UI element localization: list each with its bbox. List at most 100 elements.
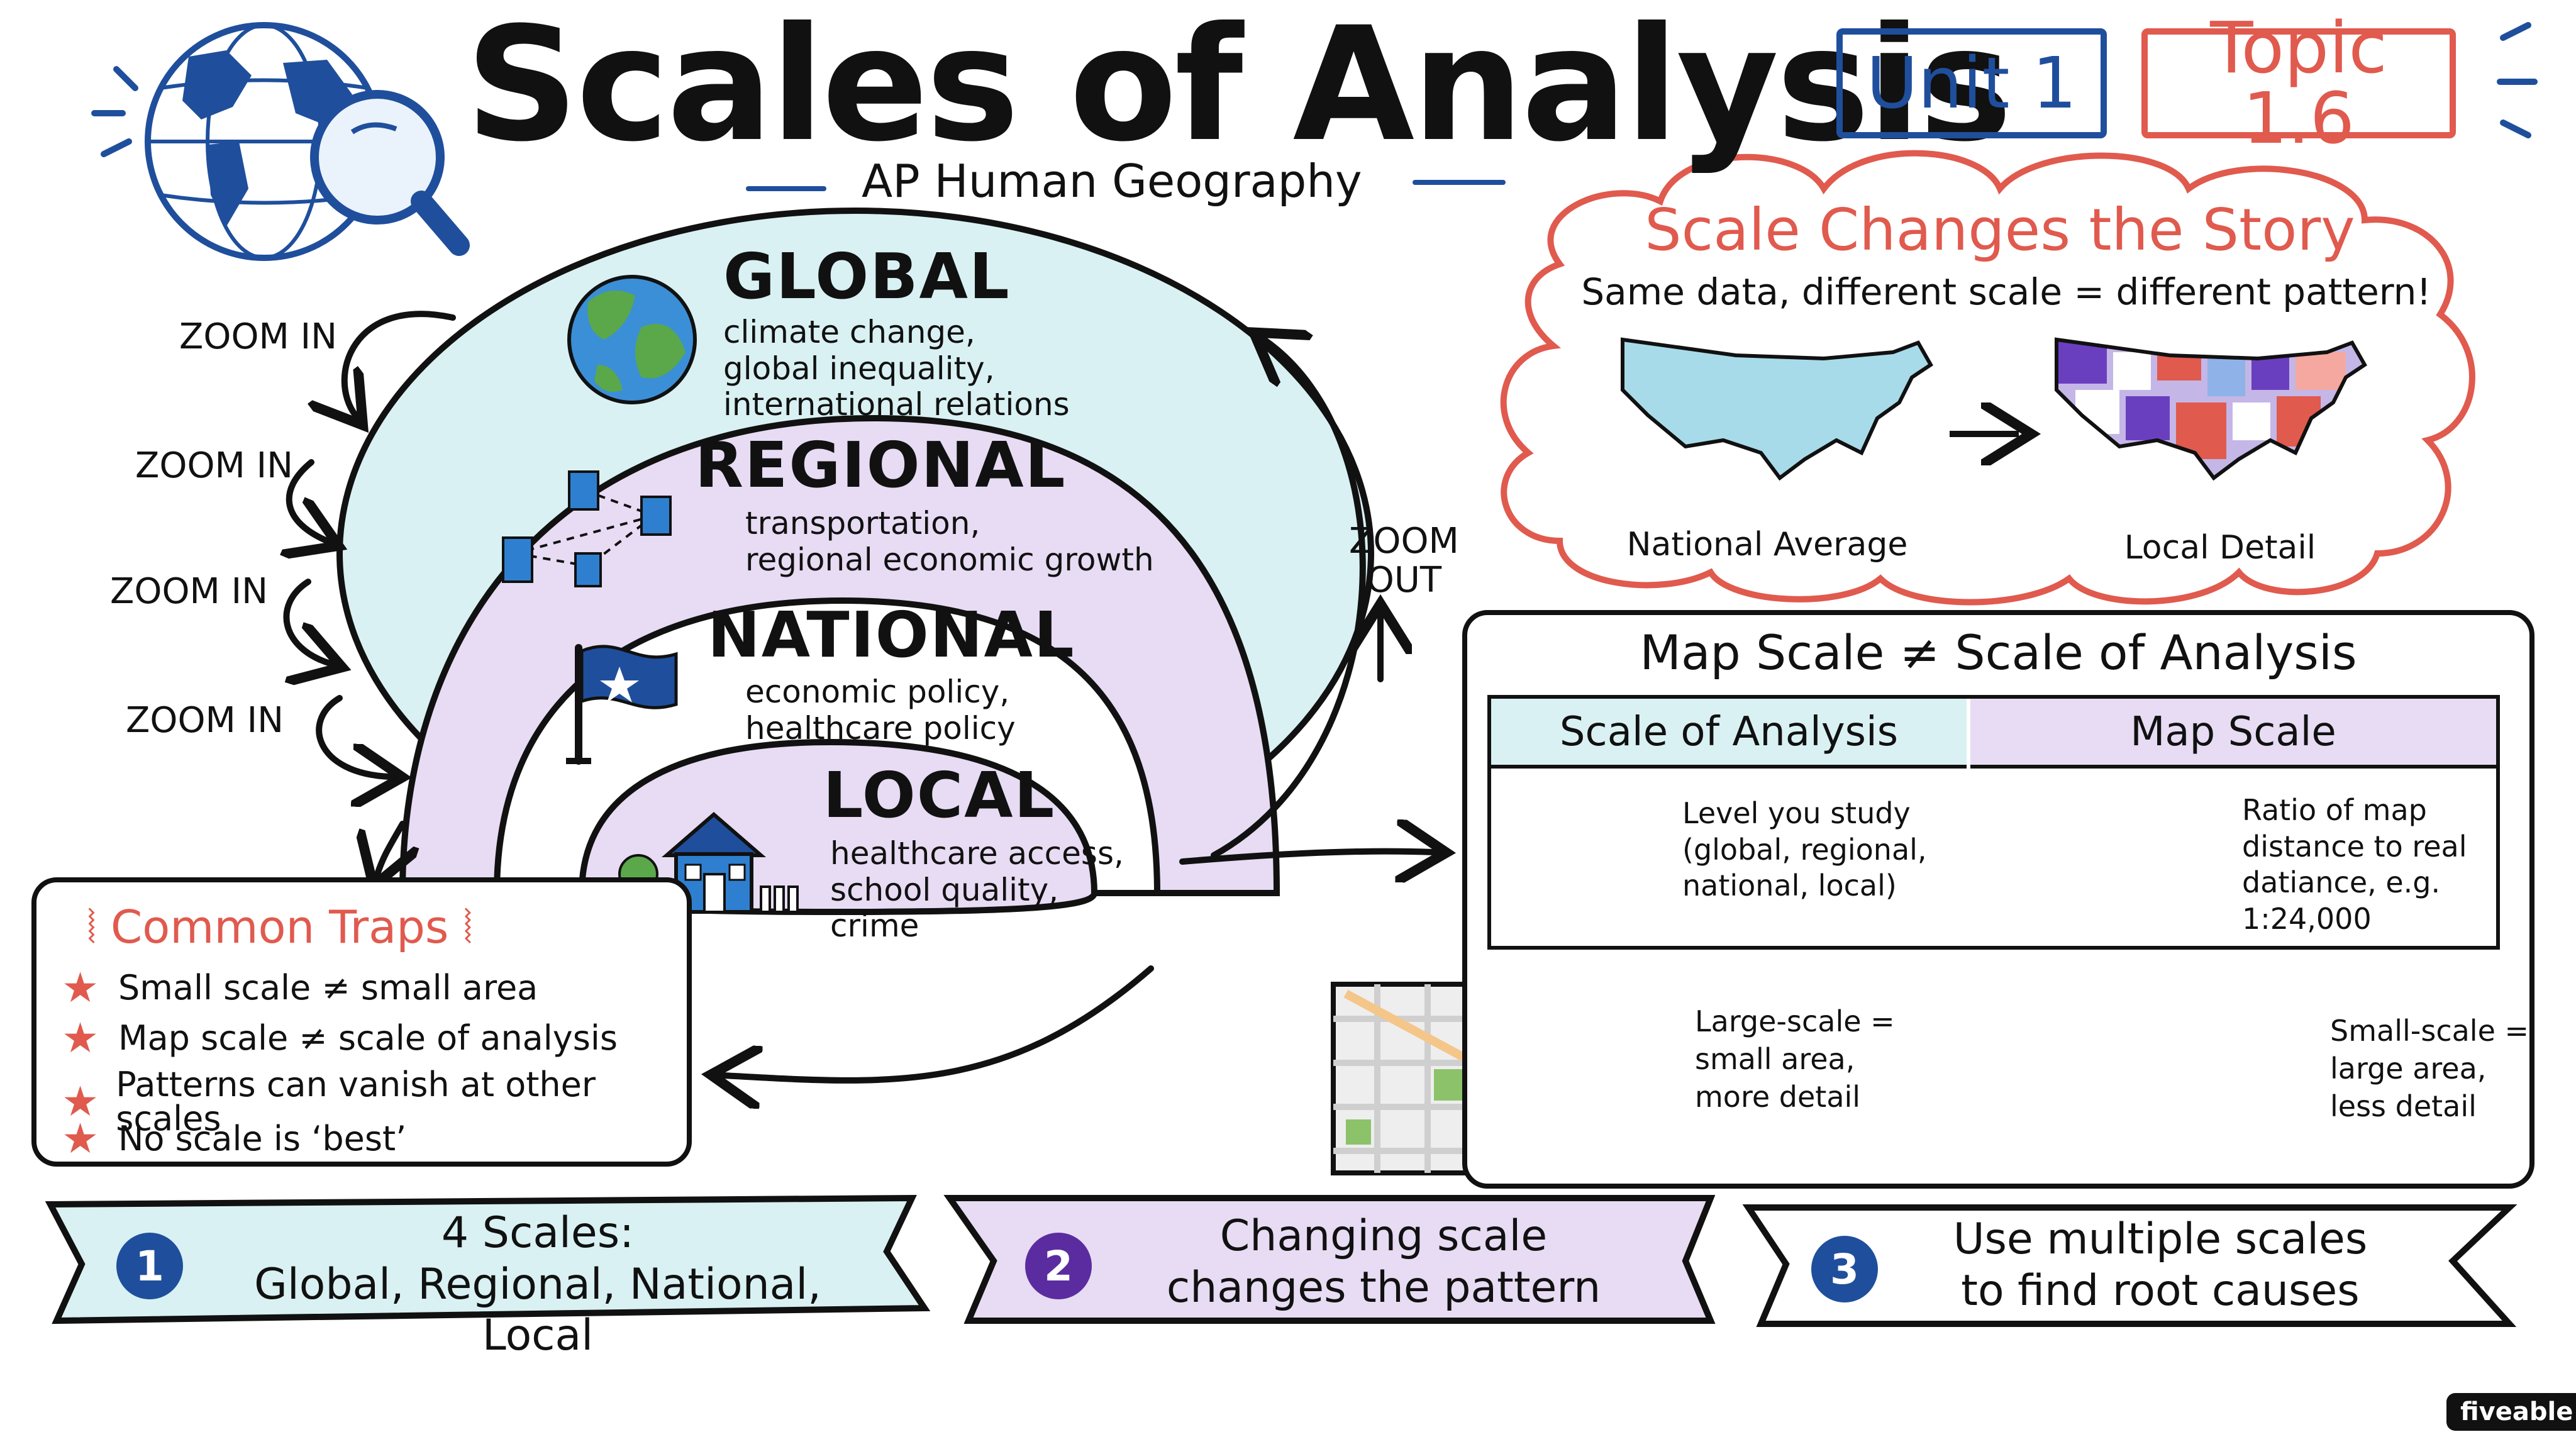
scale-global-line: global inequality, [723, 350, 995, 387]
scale-local-line: school quality, [830, 871, 1059, 908]
scale-national-title: NATIONAL [708, 598, 1075, 672]
banner-2-line: changes the pattern [1166, 1262, 1601, 1313]
usa-map-national [1621, 337, 1933, 481]
large-scale-line: more detail [1695, 1079, 1861, 1114]
nested-scales-diagram [336, 208, 1374, 916]
definition-line: national, local) [1682, 869, 1897, 902]
star-icon: ★ [62, 1114, 99, 1163]
page-title: Scales of Analysis [465, 0, 2012, 176]
zoom-in-label: ZOOM IN [135, 445, 294, 486]
definition-line: Level you study [1682, 796, 1911, 830]
story-title: Scale Changes the Story [1645, 196, 2355, 264]
unit-tag: Unit 1 [1836, 28, 2107, 138]
banner-number-1: 1 [116, 1233, 183, 1299]
comparison-table [1487, 695, 2500, 950]
scale-global-line: climate change, [723, 314, 975, 350]
trap-item: ★ Patterns can vanish at other scales [62, 1068, 687, 1136]
scale-global-line: international relations [723, 386, 1070, 423]
trap-item-text: No scale is ‘best’ [118, 1119, 407, 1158]
zoom-out-label-line: ZOOM [1349, 521, 1459, 562]
common-traps-title-text: Common Traps [110, 901, 449, 953]
scale-local-title: LOCAL [823, 758, 1056, 832]
banner-2-line: Changing scale [1219, 1211, 1548, 1261]
scale-local-line: crime [830, 908, 919, 944]
scale-regional-line: regional economic growth [745, 541, 1154, 578]
trap-item: ★Small scale ≠ small area [62, 967, 538, 1009]
small-scale-line: less detail [2330, 1089, 2477, 1123]
topic-tag: Topic 1.6 [2141, 13, 2456, 154]
small-scale-line: Small-scale = [2330, 1014, 2529, 1048]
zoom-in-arrows [286, 311, 456, 874]
map-scale-panel-title: Map Scale ≠ Scale of Analysis [1640, 625, 2357, 680]
trap-item-text: Patterns can vanish at other scales [116, 1065, 596, 1138]
small-scale-note: Small-scale = large area, less detail [2330, 1013, 2529, 1125]
table-header-map-scale: Map Scale [1970, 699, 2496, 769]
zoom-in-label: ZOOM IN [179, 316, 338, 357]
scale-regional-title: REGIONAL [695, 428, 1067, 502]
story-cloud [1500, 150, 2475, 606]
scale-regional: REGIONAL transportation, regional econom… [695, 434, 1154, 578]
scale-national: NATIONAL economic policy, healthcare pol… [708, 604, 1075, 747]
common-traps-title: ⦚ Common Traps ⦚ [87, 904, 472, 950]
scale-national-line: economic policy, [745, 674, 1010, 710]
large-scale-line: Large-scale = [1695, 1004, 1895, 1038]
zoom-in-label: ZOOM IN [110, 571, 269, 612]
scale-of-analysis-definition: Level you study (global, regional, natio… [1682, 796, 1927, 904]
definition-line: distance to real [2242, 829, 2467, 863]
flag-icon [566, 644, 678, 765]
brand-badge: fiveable [2446, 1393, 2576, 1431]
scale-local-description: healthcare access, school quality, crime [830, 835, 1124, 945]
scale-regional-description: transportation, regional economic growth [745, 505, 1154, 578]
table-header-scale-of-analysis: Scale of Analysis [1491, 699, 1967, 769]
large-scale-note: Large-scale = small area, more detail [1695, 1003, 1895, 1116]
map-scale-definition: Ratio of map distance to real datiance, … [2242, 792, 2467, 937]
earth-icon [567, 275, 697, 404]
definition-line: 1:24,000 [2242, 901, 2372, 936]
page-subtitle: AP Human Geography [862, 155, 1362, 208]
banner-3-text: Use multiple scales to find root causes [1899, 1214, 2421, 1316]
scale-global-description: climate change, global inequality, inter… [723, 314, 1070, 423]
trap-item: ★Map scale ≠ scale of analysis [62, 1018, 618, 1059]
trap-item-text: Map scale ≠ scale of analysis [118, 1018, 618, 1058]
unit-tag-label: Unit 1 [1866, 42, 2077, 125]
banner-shapes [45, 1194, 2518, 1327]
arrow-to-traps [723, 965, 1154, 1080]
traps-decor-left: ⦚ [87, 901, 111, 953]
story-subtitle: Same data, different scale = different p… [1581, 270, 2431, 313]
definition-line: (global, regional, [1682, 832, 1927, 867]
banner-1-line: Global, Regional, National, Local [254, 1259, 821, 1361]
topic-tag-label: Topic 1.6 [2210, 7, 2387, 160]
globe-magnifier-icon [145, 22, 470, 261]
sparkle-marks-left [91, 66, 138, 157]
scale-local-line: healthcare access, [830, 835, 1124, 872]
scale-regional-line: transportation, [745, 505, 980, 541]
sparkle-marks-right [2497, 22, 2538, 138]
zoom-out-label: ZOOM OUT [1349, 522, 1459, 599]
large-scale-line: small area, [1695, 1041, 1855, 1076]
trap-item-text: Small scale ≠ small area [118, 968, 538, 1008]
star-icon: ★ [62, 963, 99, 1012]
zoom-out-label-line: OUT [1366, 559, 1442, 601]
definition-line: datiance, e.g. [2242, 865, 2441, 899]
story-caption-national: National Average [1626, 526, 1908, 564]
traps-decor-right: ⦚ [448, 901, 473, 953]
banner-1-text: 4 Scales: Global, Regional, National, Lo… [208, 1208, 868, 1362]
building-network-icon [502, 470, 672, 587]
small-scale-line: large area, [2330, 1051, 2487, 1085]
scale-global: GLOBAL climate change, global inequality… [723, 245, 1070, 423]
banner-1-line: 4 Scales: [441, 1208, 635, 1258]
banner-3-line: to find root causes [1961, 1265, 2360, 1316]
trap-item: ★No scale is ‘best’ [62, 1118, 406, 1160]
scale-national-description: economic policy, healthcare policy [745, 674, 1075, 747]
arrow-to-map-panel [1179, 852, 1434, 862]
star-icon: ★ [62, 1014, 99, 1062]
banner-3-line: Use multiple scales [1953, 1214, 2368, 1264]
banner-number-2: 2 [1025, 1233, 1092, 1299]
definition-line: Ratio of map [2242, 793, 2427, 827]
star-icon: ★ [62, 1077, 99, 1126]
common-traps-box: ⦚ Common Traps ⦚ ★Small scale ≠ small ar… [31, 877, 692, 1167]
zoom-in-label: ZOOM IN [126, 700, 284, 741]
scale-global-title: GLOBAL [723, 240, 1011, 313]
